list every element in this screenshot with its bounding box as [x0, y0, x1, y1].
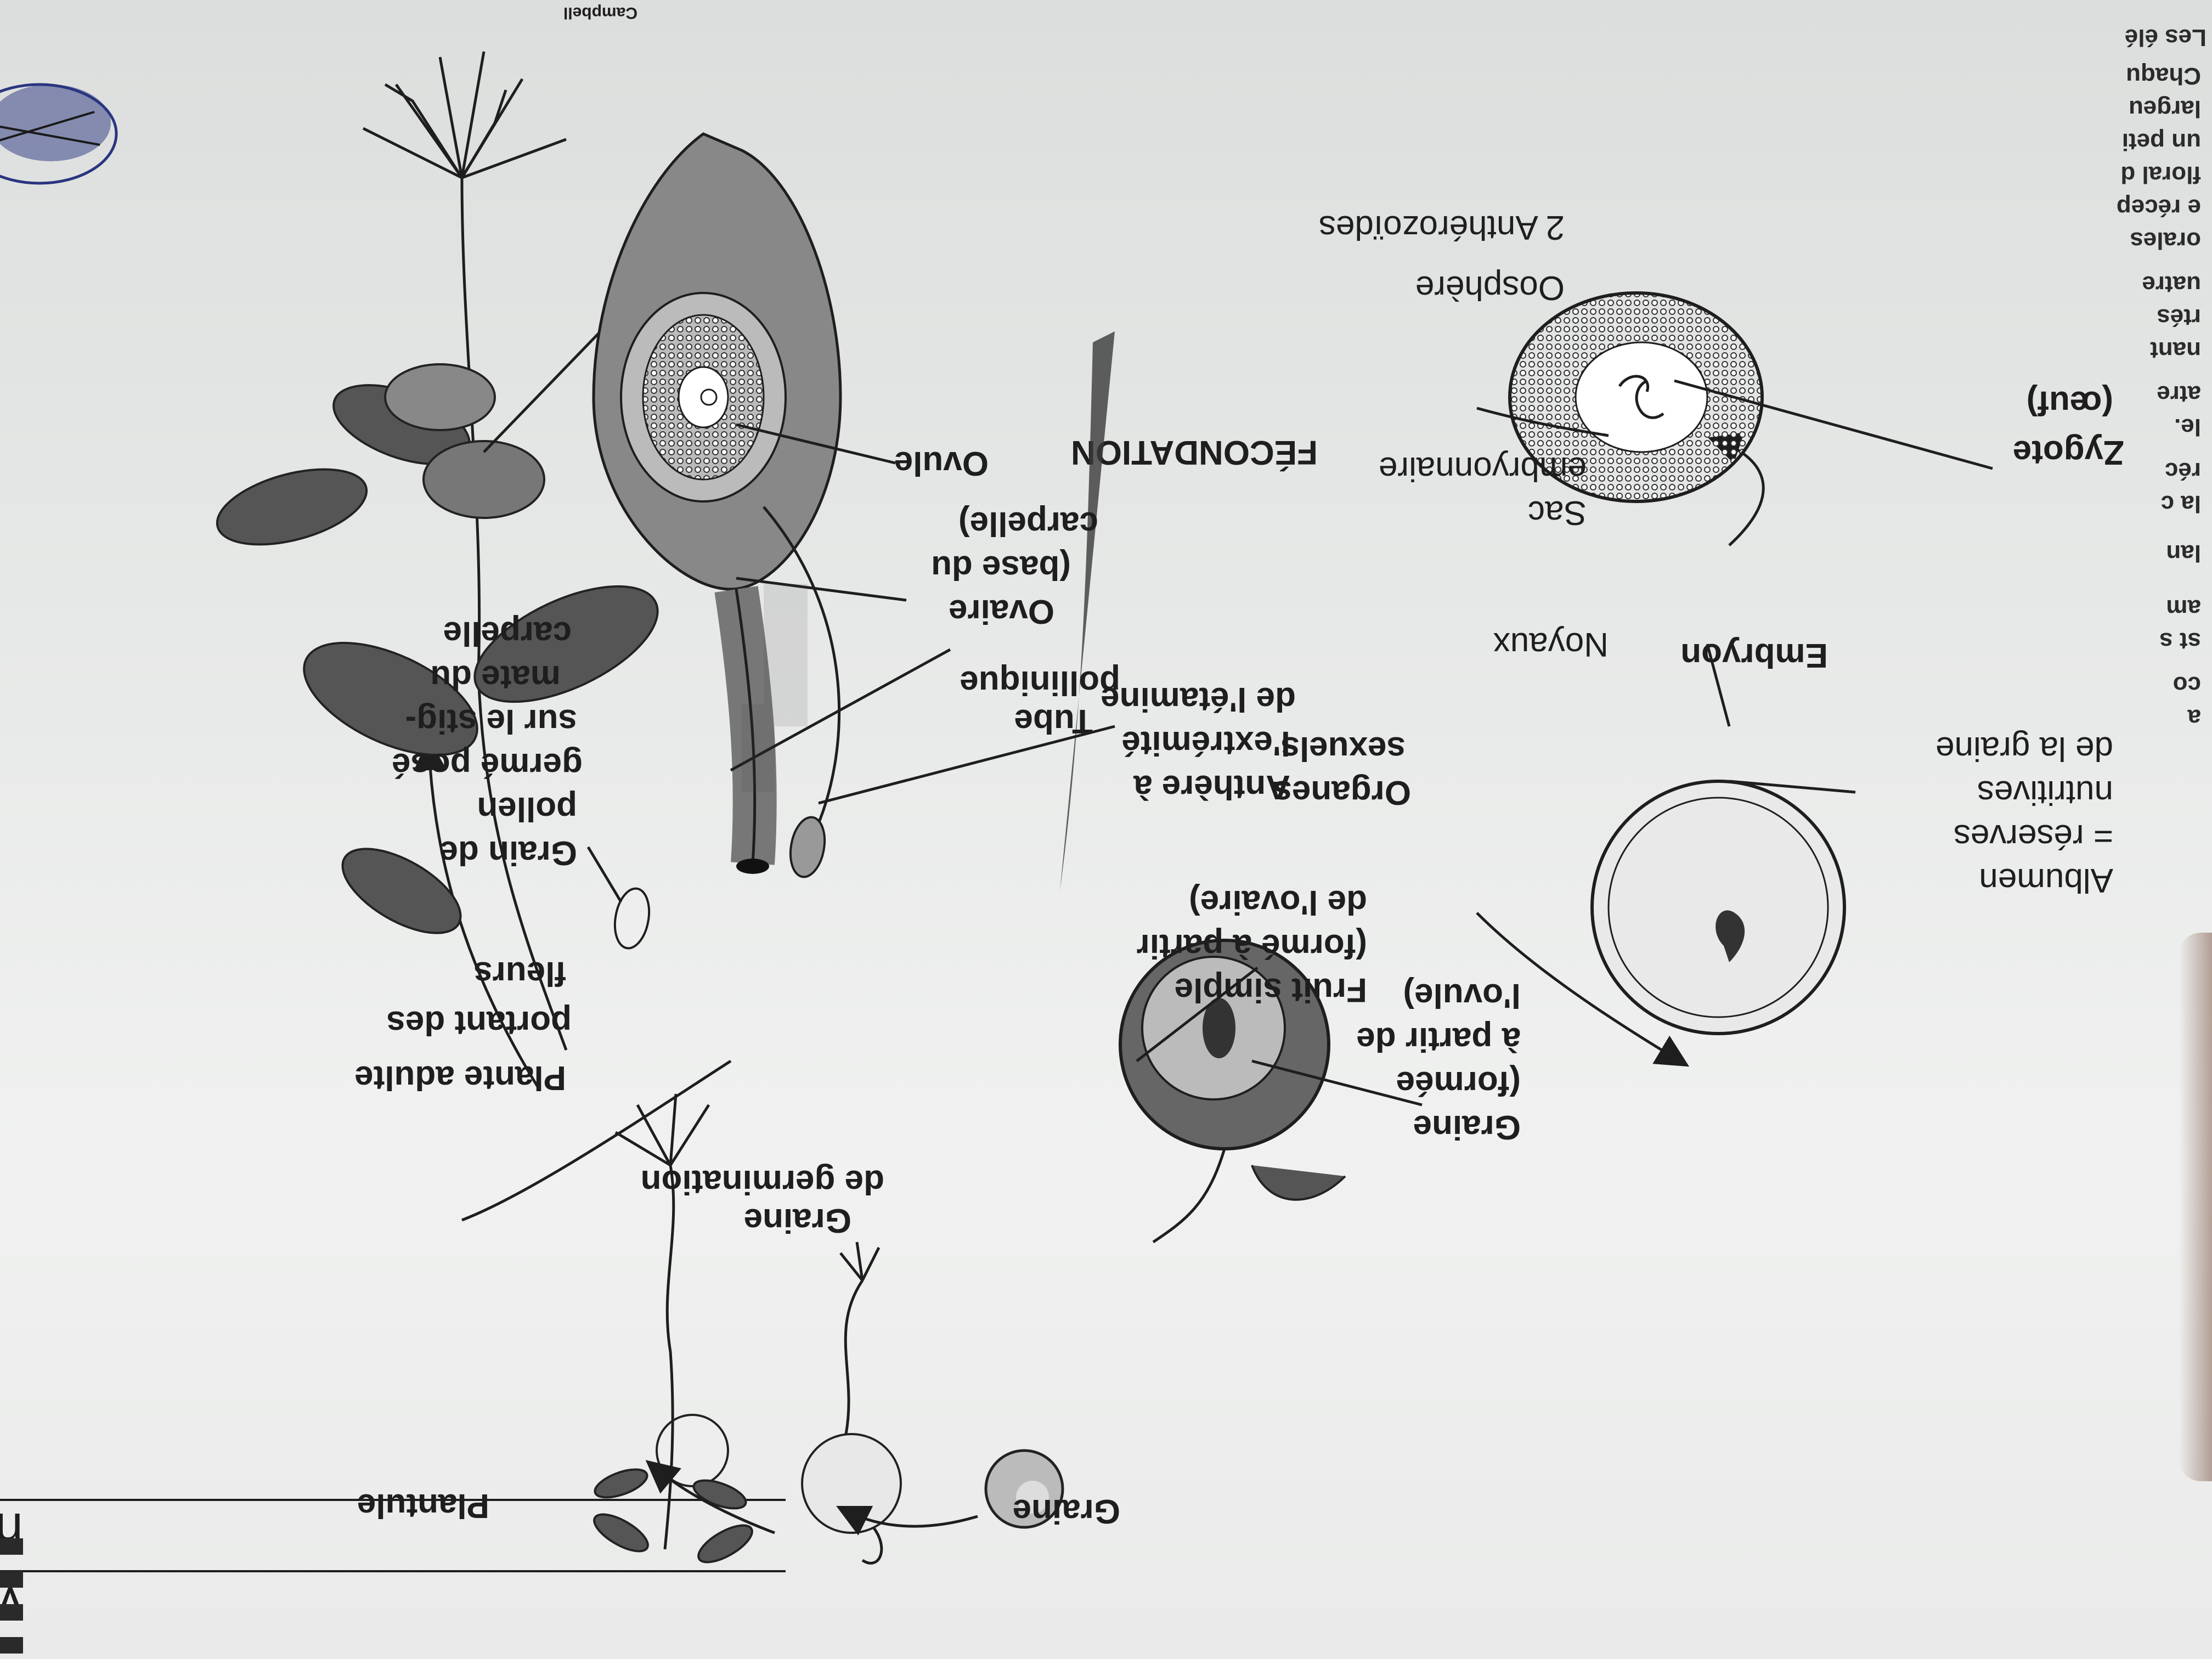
side-text-4: floral d — [2120, 161, 2201, 188]
label-ovaire-2: (base du — [931, 549, 1071, 586]
label-albumen-2: = réserves — [1954, 817, 2113, 855]
germinating-seed — [801, 1242, 902, 1565]
label-oosphere: Oosphère — [1415, 269, 1565, 307]
side-text-8: rtés — [2157, 304, 2201, 331]
label-embryon: Embryon — [1680, 636, 1828, 674]
pen-scribble — [0, 83, 118, 185]
side-text-6: orales — [2130, 227, 2201, 254]
side-text-9: nant — [2150, 337, 2201, 364]
label-organes-1: Organes — [1273, 774, 1411, 811]
credit: Campbell — [563, 4, 637, 22]
pistil-illustration — [592, 132, 842, 950]
side-text-17: co — [2173, 672, 2201, 698]
label-graine-formee-4: l'ovule) — [1403, 977, 1521, 1014]
fruit-illustration — [1119, 939, 1346, 1244]
arrow-seed-to-germination — [836, 1506, 978, 1536]
label-graine-germination-2: de germination — [641, 1163, 884, 1201]
side-text-1: Chaqu — [2126, 63, 2201, 89]
label-sac-1: Sac — [1528, 494, 1587, 532]
adult-plant — [216, 51, 659, 1051]
side-text-12: réc — [2165, 458, 2201, 484]
label-ovule: Ovule — [894, 444, 989, 482]
arrow-fruit-to-seed — [1476, 912, 1690, 1067]
label-plante-adulte-3: fleurs — [473, 955, 566, 992]
leader-fruit — [1136, 967, 1259, 1062]
side-text-0: Les élé — [2125, 24, 2207, 51]
side-text-14: lan — [2166, 540, 2201, 567]
label-graine-formee-1: Graine — [1413, 1108, 1521, 1146]
label-albumen-1: Albumen — [1979, 861, 2113, 899]
label-zygote-2: (œuf) — [2027, 384, 2113, 422]
arrow-fertilization — [1476, 407, 1609, 437]
label-fruit-3: de l'ovaire) — [1189, 883, 1367, 921]
label-noyaux: Noyaux — [1493, 625, 1609, 663]
label-grain-pollen-4: sur le stig- — [405, 702, 577, 740]
side-text-11: le. — [2174, 414, 2201, 441]
fertilized-ovule — [1508, 291, 1764, 503]
label-tube-1: Tube — [1014, 702, 1093, 740]
label-anthere-3: de l'étamine — [1101, 680, 1296, 718]
label-anthere-2: l'extrémité — [1121, 724, 1290, 762]
label-grain-pollen-5: mate du — [430, 658, 561, 696]
side-text-7: uatre — [2142, 271, 2201, 298]
side-text-15: am — [2166, 595, 2201, 622]
label-graine-formee-3: à partir de — [1356, 1020, 1521, 1058]
label-organes-2: sexuels — [1280, 730, 1406, 768]
side-text-13: la c — [2161, 490, 2201, 517]
label-graine-formee-2: (formée — [1396, 1064, 1521, 1102]
label-sac-2: embryonnaire — [1379, 450, 1587, 488]
label-fruit-1: Fruit simple — [1175, 971, 1367, 1009]
label-tube-2: pollinique — [960, 664, 1120, 702]
leader-ovaire — [736, 577, 907, 602]
side-text-16: st s — [2159, 628, 2201, 654]
label-grain-pollen-2: pollen — [477, 790, 577, 828]
finger-shadow — [2179, 933, 2212, 1481]
label-graine: Graine — [1013, 1492, 1120, 1530]
label-ovaire-3: carpelle) — [958, 505, 1098, 543]
leader-embryon — [1706, 644, 1731, 727]
label-anthere-1: Anthère à — [1133, 768, 1290, 806]
leader-ovule — [736, 423, 896, 465]
label-zygote-1: Zygote — [2013, 433, 2124, 471]
label-albumen-4: de la graine — [1936, 730, 2113, 768]
label-grain-pollen-1: Grain de — [439, 834, 577, 872]
label-albumen-3: nutritives — [1977, 774, 2113, 811]
leader-tube — [730, 648, 951, 772]
next-page-column: Les élé Chaqu largeu un peti floral d e … — [2117, 24, 2207, 731]
leader-grain-pollen — [586, 846, 623, 903]
bleed-through — [742, 584, 808, 792]
label-graine-germination-1: Graine — [744, 1201, 851, 1239]
leader-anthere — [818, 725, 1115, 805]
label-plantule: Plantule — [357, 1487, 489, 1525]
leader-zygote — [1674, 379, 1993, 470]
label-fruit-2: (formé à partir — [1137, 927, 1367, 965]
label-fecondation: FÉCONDATION — [1071, 433, 1318, 471]
leader-albumen — [1729, 780, 1856, 794]
leader-graine-formee — [1251, 1059, 1423, 1107]
label-ovaire-1: Ovaire — [949, 592, 1054, 630]
stamen-filament — [1060, 331, 1115, 891]
label-grain-pollen-6: carpelle — [443, 614, 572, 652]
spiral-binding — [0, 1538, 23, 1654]
side-text-3: un peti — [2122, 128, 2201, 155]
label-grain-pollen-3: germé posé — [392, 746, 583, 784]
seed-illustration — [984, 1449, 1064, 1529]
side-text-5: e récep — [2117, 194, 2201, 221]
side-text-2: largeu — [2129, 95, 2201, 122]
arrow-to-fruit — [461, 1059, 732, 1222]
label-plante-adulte-1: Plante adulte — [354, 1059, 566, 1097]
seed-section — [1590, 780, 1846, 1035]
side-text-18: a — [2187, 704, 2201, 731]
label-plante-adulte-2: portant des — [386, 1004, 572, 1042]
arrow-germination-to-seedling — [645, 1460, 775, 1534]
side-text-10: atre — [2157, 381, 2201, 408]
label-antherozoides: 2 Anthérozoïdes — [1319, 208, 1565, 246]
